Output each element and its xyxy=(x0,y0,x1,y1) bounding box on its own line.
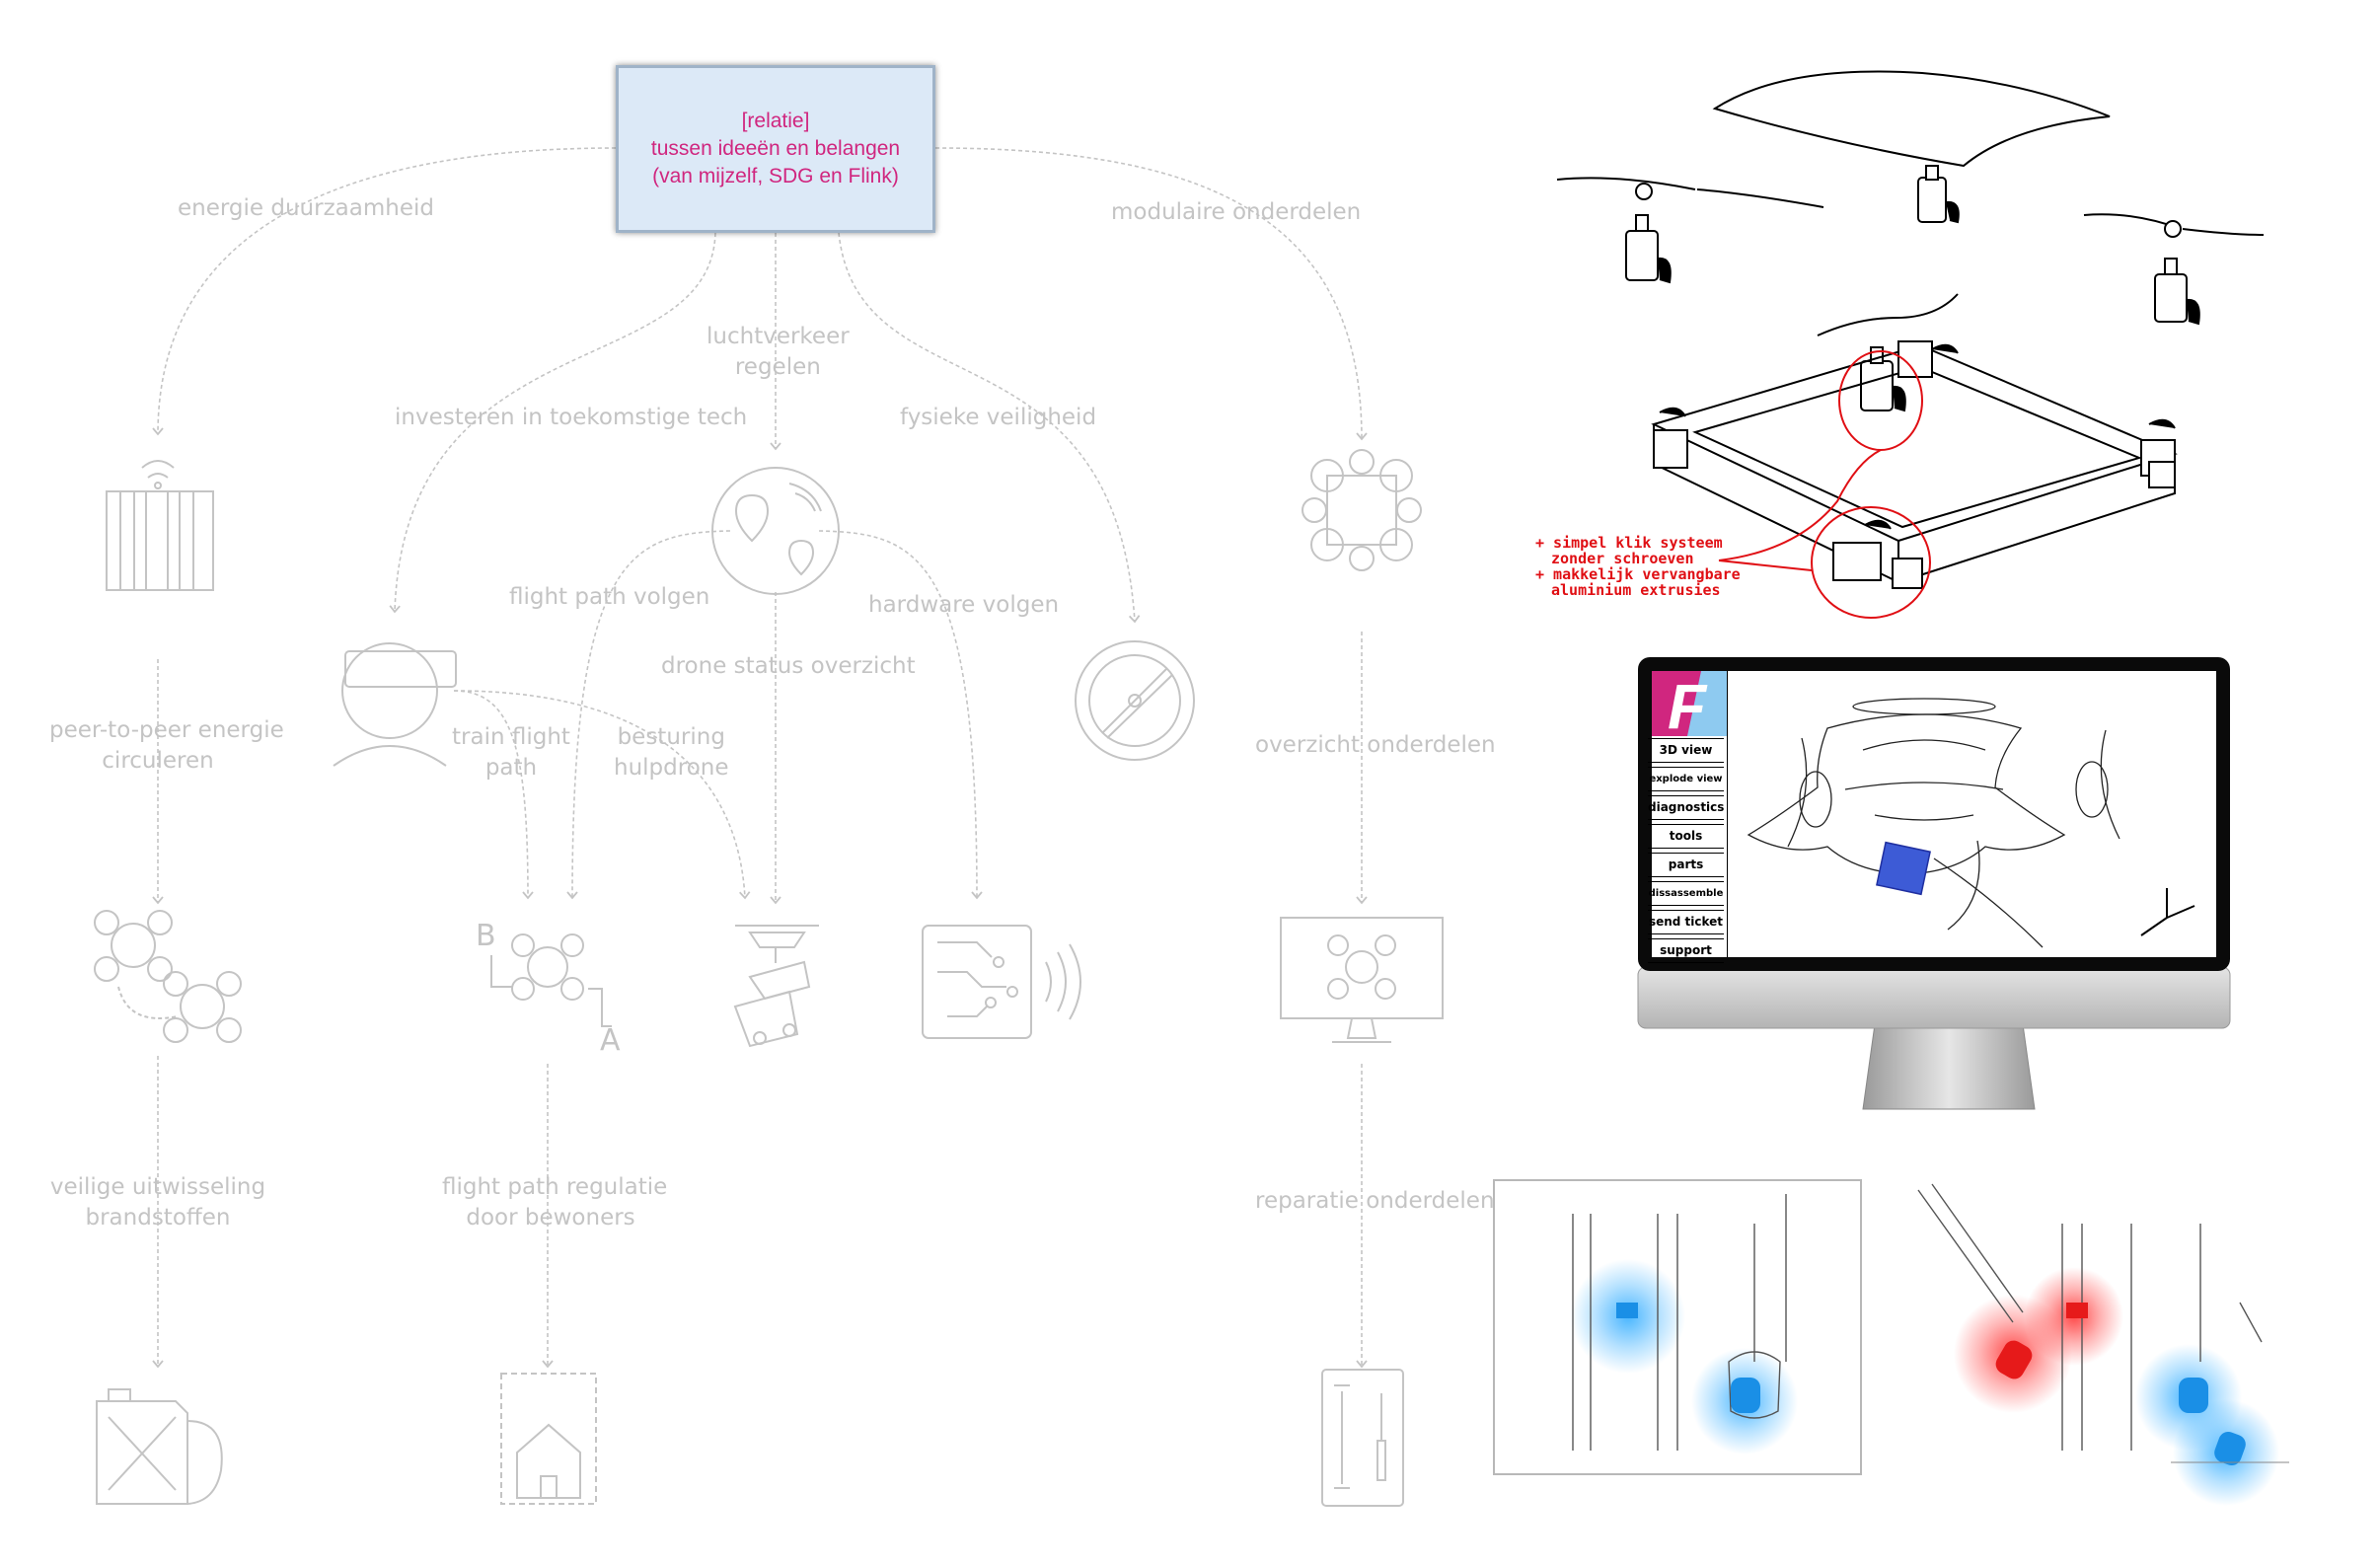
repair-sequence-illustration xyxy=(1493,1179,2289,1506)
connector-modulair xyxy=(934,147,1368,441)
aluminium-frame xyxy=(1651,340,2178,589)
callout-text: + simpel klik systeem zonder schroeven +… xyxy=(1535,534,1741,599)
propeller-guard-icon xyxy=(1075,640,1195,761)
menu-tools[interactable]: tools xyxy=(1648,824,1724,849)
menu-support[interactable]: support xyxy=(1648,938,1724,963)
menu-send-ticket[interactable]: send ticket xyxy=(1648,910,1724,934)
menu-diagnostics[interactable]: diagnostics xyxy=(1648,795,1724,820)
connector-investeren xyxy=(389,232,716,614)
monitor-stand xyxy=(1862,1023,2036,1110)
branch-label-modulair: modulaire onderdelen xyxy=(1111,199,1362,225)
drone-network-icon xyxy=(94,910,242,1043)
central-concept-box: [relatie] tussen ideeën en belangen (van… xyxy=(616,65,935,233)
monitor-screen xyxy=(1652,671,2216,957)
branch-label-energie: energie duurzaamheid xyxy=(178,195,434,221)
monitor-drone-icon xyxy=(1280,917,1444,1043)
branch-label-investeren: investeren in toekomstige tech xyxy=(395,405,748,430)
monitor-chin xyxy=(1637,966,2231,1029)
callout-circles xyxy=(1718,350,1931,619)
helper-drone-icon xyxy=(733,925,819,1048)
energy-column-icon xyxy=(106,460,214,591)
menu-explode-view[interactable]: explode view xyxy=(1648,767,1724,791)
canopy-shape xyxy=(1712,70,2111,168)
exploded-drone-illustration xyxy=(1556,70,2265,619)
step-label-drone-status: drone status overzicht xyxy=(661,653,916,679)
motor-left xyxy=(1556,177,1824,284)
monitor-app-menu: 3D view explode view diagnostics tools p… xyxy=(1648,738,1724,967)
vr-headset-person-icon xyxy=(333,642,457,767)
central-tag: [relatie] xyxy=(741,110,810,132)
step-label-reparatie: reparatie onderdelen xyxy=(1255,1188,1495,1214)
flight-path-b-to-a-icon xyxy=(490,933,612,1027)
step-label-hardware-volgen: hardware volgen xyxy=(868,592,1060,618)
central-subtitle: (van mijzelf, SDG en Flink) xyxy=(652,165,899,187)
motor-right xyxy=(2083,213,2265,326)
circuit-broadcast-icon xyxy=(922,925,1081,1039)
highlighted-part xyxy=(1876,841,1931,896)
modular-frame-icon xyxy=(1302,449,1422,571)
step-label-flight-path-volgen: flight path volgen xyxy=(509,584,710,610)
connector-energie xyxy=(152,147,617,436)
central-title: tussen ideeën en belangen xyxy=(650,137,901,160)
menu-parts[interactable]: parts xyxy=(1648,853,1724,877)
drone-3d-wireframe xyxy=(1747,698,2120,948)
connectors xyxy=(152,147,1368,1369)
toolbox-icon xyxy=(1321,1369,1404,1507)
step-label-overzicht: overzicht onderdelen xyxy=(1255,732,1496,758)
waypoint-b-label: B xyxy=(476,919,496,953)
connector-fysiek xyxy=(838,232,1141,624)
app-logo-letter: F xyxy=(1668,671,1708,742)
house-zone-icon xyxy=(500,1373,597,1505)
menu-dissassemble[interactable]: dissassemble xyxy=(1648,881,1724,906)
menu-3d-view[interactable]: 3D view xyxy=(1648,738,1724,763)
motor-top-center xyxy=(1917,165,1960,224)
branch-label-fysiek: fysieke veiligheid xyxy=(900,405,1097,430)
desktop-monitor xyxy=(1637,657,2231,1110)
axis-gizmo xyxy=(2140,888,2195,936)
map-pin-globe-icon xyxy=(711,467,840,595)
waypoint-a-label: A xyxy=(600,1023,621,1058)
jerrycan-icon xyxy=(96,1388,223,1505)
